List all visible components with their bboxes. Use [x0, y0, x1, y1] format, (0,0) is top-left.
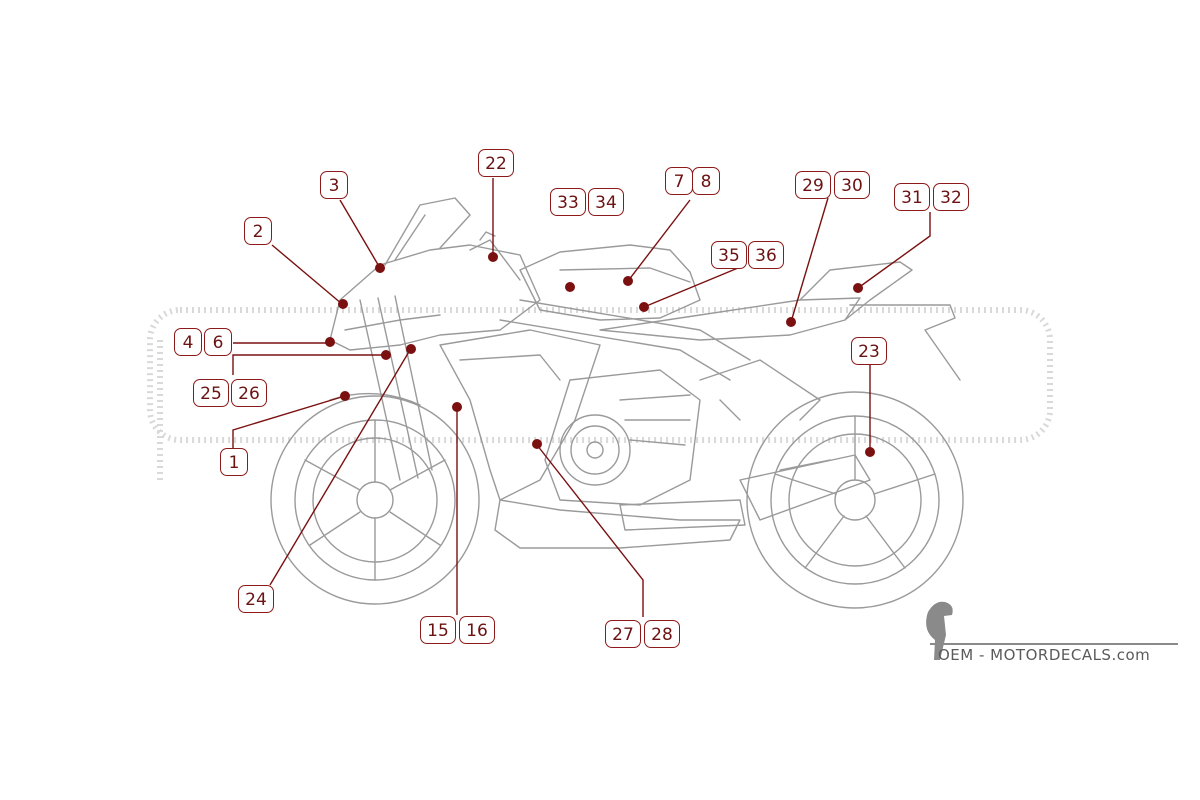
handlebar	[469, 231, 521, 281]
watermark	[147, 307, 1053, 480]
anchor-dot	[406, 344, 416, 354]
callout-7: 7	[665, 167, 693, 195]
anchor-dot	[452, 402, 462, 412]
callout-25: 25	[193, 379, 229, 407]
anchor-dot	[338, 299, 348, 309]
callout-4: 4	[174, 328, 202, 356]
callout-6: 6	[204, 328, 232, 356]
exhaust	[619, 499, 746, 531]
leader-lines	[232, 178, 931, 617]
callout-35: 35	[711, 241, 747, 269]
callout-31: 31	[894, 183, 930, 211]
side-fairing	[439, 329, 601, 501]
callout-24: 24	[238, 585, 274, 613]
anchor-dot	[623, 276, 633, 286]
callout-34: 34	[588, 188, 624, 216]
anchor-dots	[325, 252, 875, 457]
callout-27: 27	[605, 620, 641, 648]
tail-section	[799, 261, 913, 321]
frame	[499, 299, 751, 381]
anchor-dot	[865, 447, 875, 457]
windscreen	[384, 197, 471, 266]
callout-1: 1	[220, 448, 248, 476]
front-fairing	[329, 244, 541, 351]
callout-32: 32	[933, 183, 969, 211]
anchor-dot	[639, 302, 649, 312]
callout-33: 33	[550, 188, 586, 216]
callout-15: 15	[420, 616, 456, 644]
bird-logo-icon	[926, 601, 953, 660]
anchor-dot	[532, 439, 542, 449]
brand-text: OEM - MOTORDECALS.com	[938, 646, 1151, 664]
callout-22: 22	[478, 149, 514, 177]
callout-3: 3	[320, 171, 348, 199]
callout-8: 8	[692, 167, 720, 195]
callout-28: 28	[644, 620, 680, 648]
callout-26: 26	[231, 379, 267, 407]
callout-16: 16	[459, 616, 495, 644]
belly-pan	[494, 499, 741, 549]
anchor-dot	[853, 283, 863, 293]
anchor-dot	[565, 282, 575, 292]
anchor-dot	[488, 252, 498, 262]
anchor-dot	[375, 263, 385, 273]
front-fork	[359, 295, 433, 481]
callout-23: 23	[851, 337, 887, 365]
anchor-dot	[325, 337, 335, 347]
callout-36: 36	[748, 241, 784, 269]
rear-wheel	[746, 391, 964, 609]
anchor-dot	[786, 317, 796, 327]
callout-2: 2	[244, 217, 272, 245]
anchor-dot	[340, 391, 350, 401]
anchor-dot	[381, 350, 391, 360]
front-wheel	[270, 395, 480, 605]
engine	[544, 369, 701, 506]
brand-underline	[930, 643, 1178, 645]
callout-30: 30	[834, 171, 870, 199]
callout-29: 29	[795, 171, 831, 199]
seat	[599, 297, 861, 341]
